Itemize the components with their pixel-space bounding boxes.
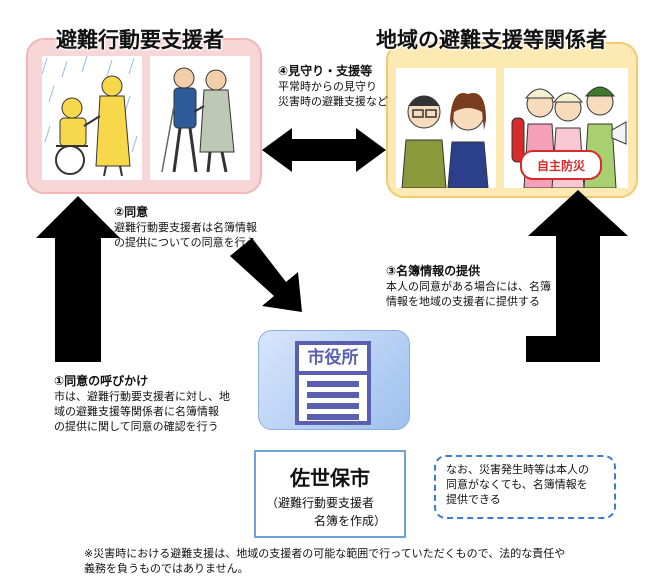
step4-heading: ④見守り・支援等 — [278, 64, 373, 78]
city-hall-building-icon: 市役所 — [295, 341, 371, 425]
note-line: 同意がなくても、名簿情報を — [446, 478, 588, 491]
double-arrow — [262, 128, 386, 172]
step2-heading: ②同意 — [114, 205, 149, 219]
step3-heading: ③名簿情報の提供 — [386, 264, 481, 278]
city-hall-sign: 市役所 — [299, 345, 367, 375]
step1-line: の提供に関して同意の確認を行う — [54, 420, 219, 433]
local-residents-illustration — [396, 68, 496, 189]
step4-line: 災害時の避難支援など — [278, 95, 388, 108]
step4-line: 平常時からの見守り — [278, 80, 377, 93]
city-sub-line: （避難行動要支援者 — [266, 496, 375, 510]
step1-heading: ①同意の呼びかけ — [54, 374, 149, 388]
city-name: 佐世保市 — [290, 466, 370, 490]
footnote-line: 義務を負うものではありません。 — [84, 562, 249, 575]
step1-text: ①同意の呼びかけ 市は、避難行動要支援者に対し、地 域の避難支援等関係者に名簿情… — [54, 372, 230, 434]
city-list-box: 佐世保市 （避難行動要支援者 名簿を作成） — [254, 450, 406, 538]
step2-line: 避難行動要支援者は名簿情報 — [114, 221, 257, 234]
step3-line: 情報を地域の支援者に提供する — [386, 295, 540, 308]
arrow-l-shaped — [526, 190, 628, 362]
right-title: 地域の避難支援等関係者 — [376, 28, 607, 52]
step2-line: の提供についての同意を行う — [114, 236, 257, 249]
step1-line: 域の避難支援等関係者に名簿情報 — [54, 405, 219, 418]
step3-line: 本人の同意がある場合には、名簿 — [386, 280, 551, 293]
step3-text: ③名簿情報の提供 本人の同意がある場合には、名簿 情報を地域の支援者に提供する — [386, 262, 551, 309]
note-line: 提供できる — [446, 493, 501, 506]
left-title: 避難行動要支援者 — [56, 28, 224, 52]
footnote-line: ※災害時における避難支援は、地域の支援者の可能な範囲で行っていただくもので、法的… — [84, 547, 566, 560]
self-defense-badge: 自主防災 — [520, 150, 602, 180]
step4-text: ④見守り・支援等 平常時からの見守り 災害時の避難支援など — [278, 62, 388, 109]
step1-line: 市は、避難行動要支援者に対し、地 — [54, 390, 230, 403]
city-sub-line: 名簿を作成） — [314, 514, 387, 528]
exception-note-box: なお、災害発生時等は本人の 同意がなくても、名簿情報を 提供できる — [434, 455, 616, 519]
arrow-up-left — [36, 196, 120, 362]
disaster-volunteers-illustration: 自主防災 — [504, 68, 628, 189]
step2-text: ②同意 避難行動要支援者は名簿情報 の提供についての同意を行う — [114, 203, 257, 250]
guide-walking-illustration — [150, 56, 250, 180]
rain-wheelchair-illustration — [41, 55, 142, 180]
note-line: なお、災害発生時等は本人の — [446, 463, 589, 476]
footnote: ※災害時における避難支援は、地域の支援者の可能な範囲で行っていただくもので、法的… — [84, 546, 565, 576]
city-hall-card: 市役所 — [258, 330, 410, 430]
arrow-diagonal-down — [230, 238, 302, 312]
